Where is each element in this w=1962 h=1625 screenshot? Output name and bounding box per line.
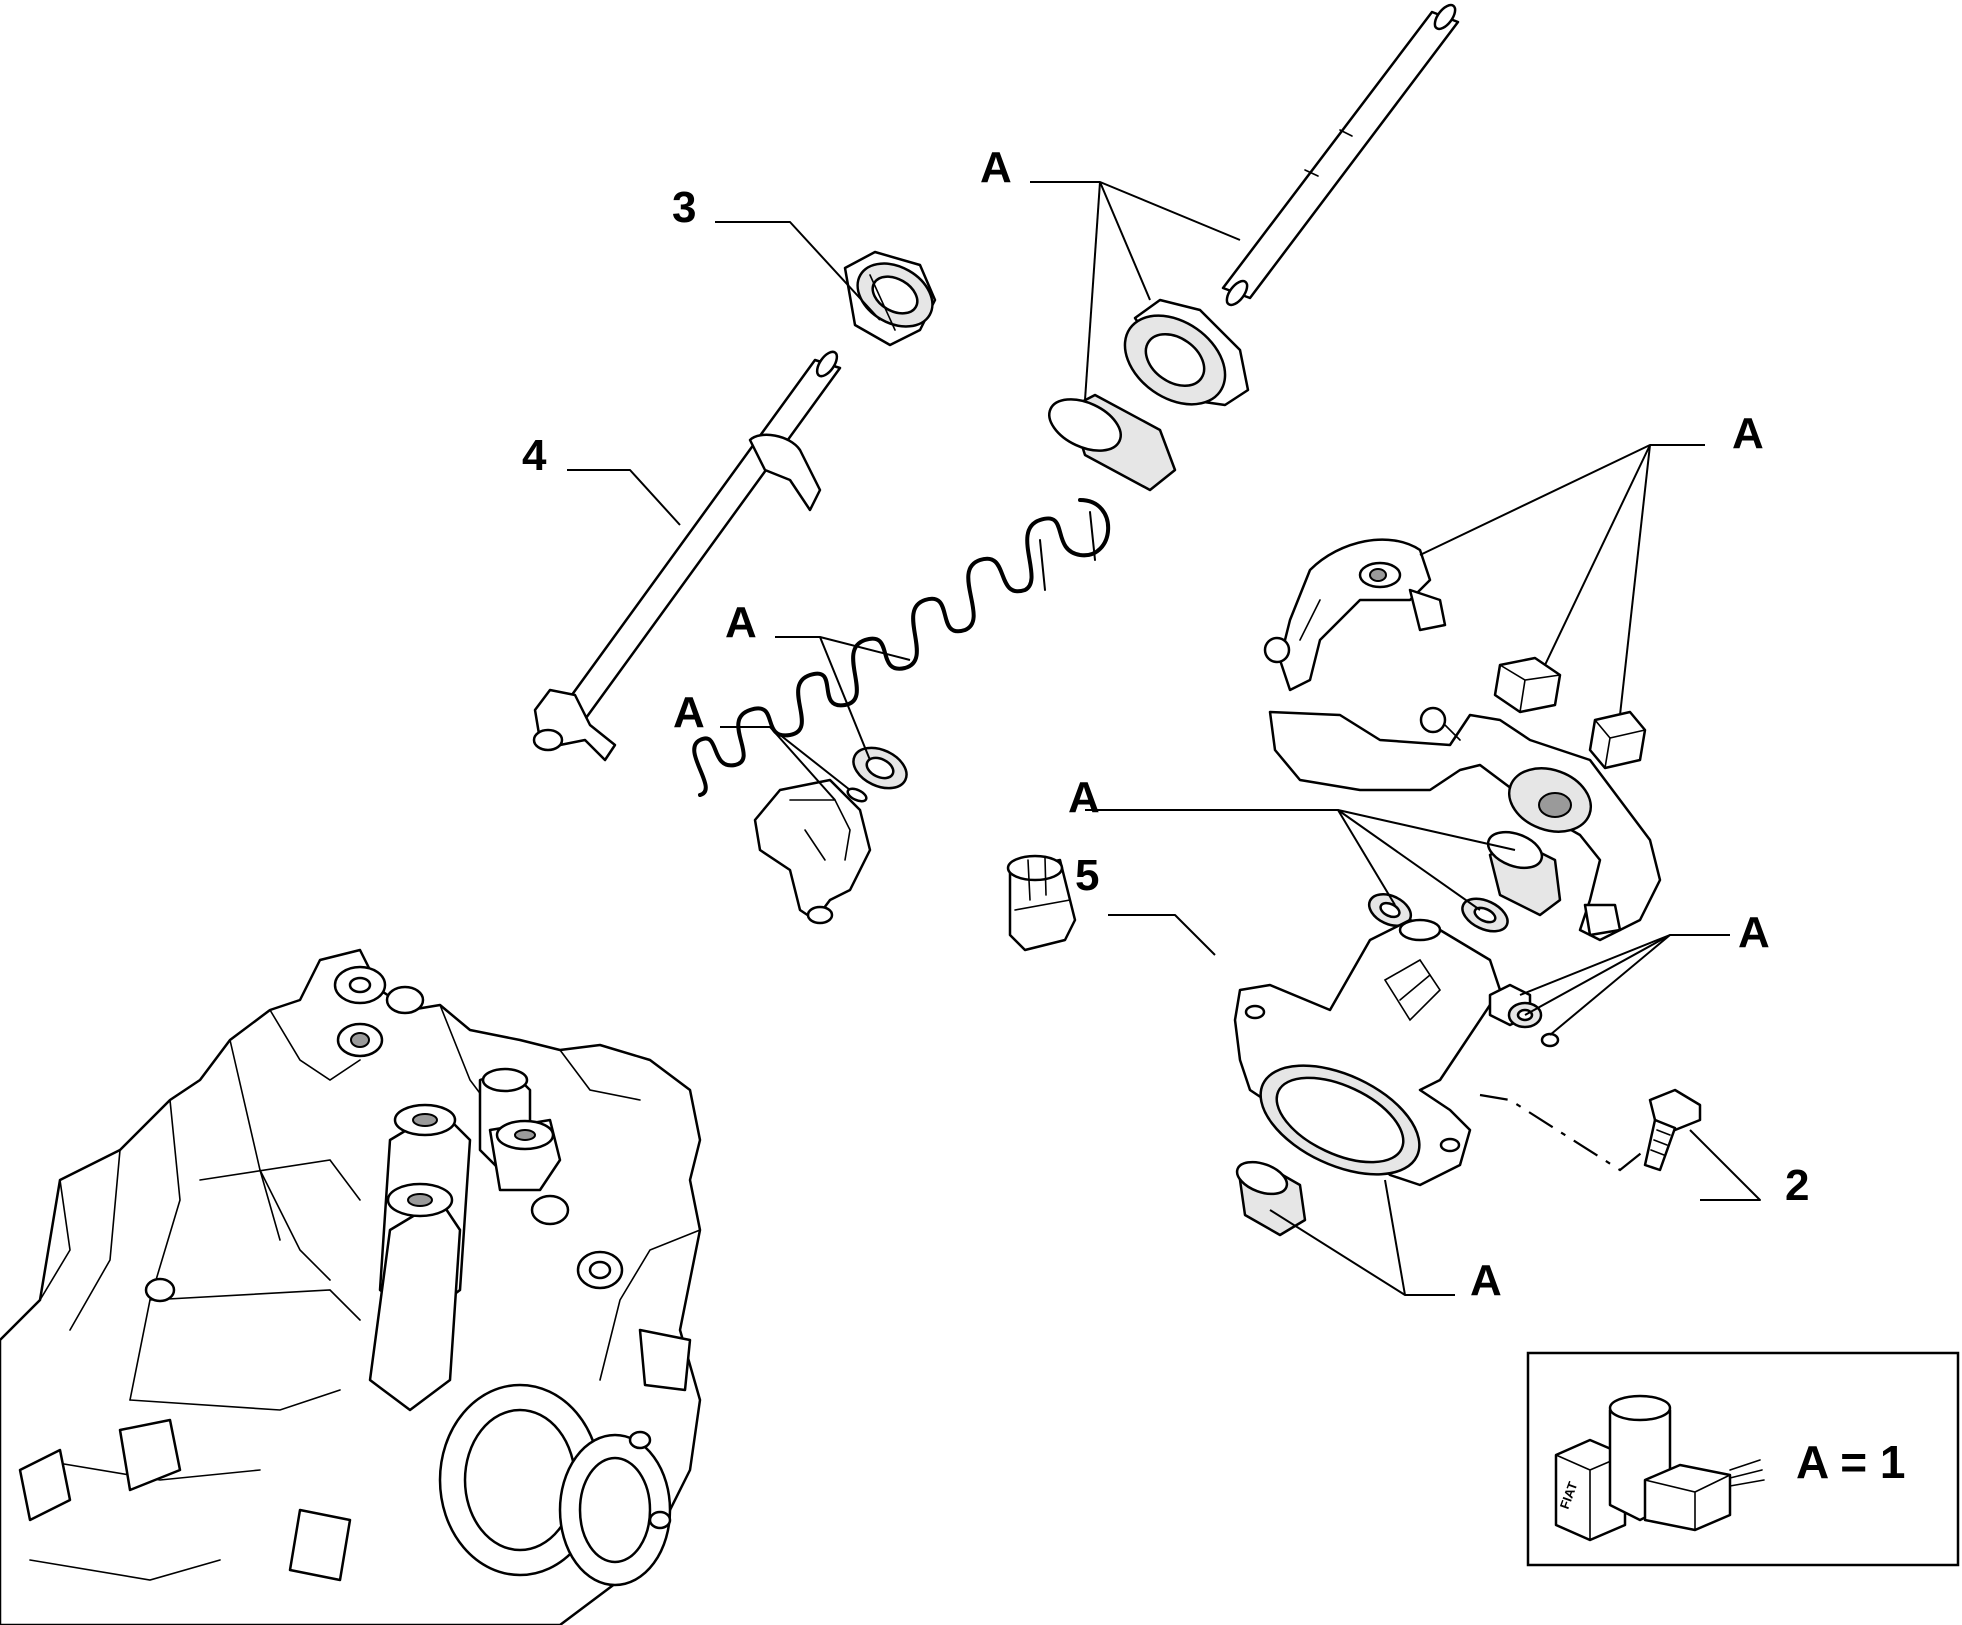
washer-small xyxy=(846,746,908,803)
label-part-5: 5 xyxy=(1075,851,1099,900)
bush-middle xyxy=(1486,830,1562,917)
part-4-rod xyxy=(532,350,842,762)
label-kit-a-top: A xyxy=(980,143,1012,192)
selector-shaft xyxy=(1221,3,1460,307)
label-kit-a-middle: A xyxy=(1068,773,1100,822)
label-kit-a-right-upper: A xyxy=(1732,409,1764,458)
clip-bracket xyxy=(753,778,872,925)
label-kit-a-spring: A xyxy=(725,598,757,647)
bush-bottom xyxy=(1235,1160,1307,1237)
legend-box: FIAT A = 1 xyxy=(1526,1351,1960,1567)
part-5-slotted-bush xyxy=(1006,854,1077,952)
label-part-2: 2 xyxy=(1785,1161,1809,1210)
leader-lines xyxy=(567,181,1761,1296)
gearbox-housing xyxy=(0,948,702,1625)
small-block xyxy=(1493,656,1562,714)
part-3-bushing xyxy=(843,250,937,347)
selector-lever xyxy=(1263,538,1447,692)
coil-spring xyxy=(692,498,1111,797)
parts-kit-package-icon: FIAT xyxy=(1554,1394,1765,1542)
small-cube xyxy=(1588,710,1647,770)
label-kit-a-right-lower: A xyxy=(1738,908,1770,957)
callout-labels: 3 4 5 2 A A A A A A A xyxy=(522,143,1809,1305)
sleeve-ring xyxy=(1048,393,1177,492)
bracket-plate xyxy=(1268,706,1662,942)
legend-equation: A = 1 xyxy=(1796,1436,1906,1488)
label-kit-a-bottom: A xyxy=(1470,1256,1502,1305)
part-2-bolt xyxy=(1643,1088,1702,1172)
label-kit-a-left-lower: A xyxy=(673,688,705,737)
label-part-3: 3 xyxy=(672,183,696,232)
washer-pair xyxy=(1367,893,1509,933)
flanged-bushing-upper xyxy=(1123,298,1250,407)
selector-housing-cover xyxy=(1233,918,1502,1187)
label-part-4: 4 xyxy=(522,431,547,480)
